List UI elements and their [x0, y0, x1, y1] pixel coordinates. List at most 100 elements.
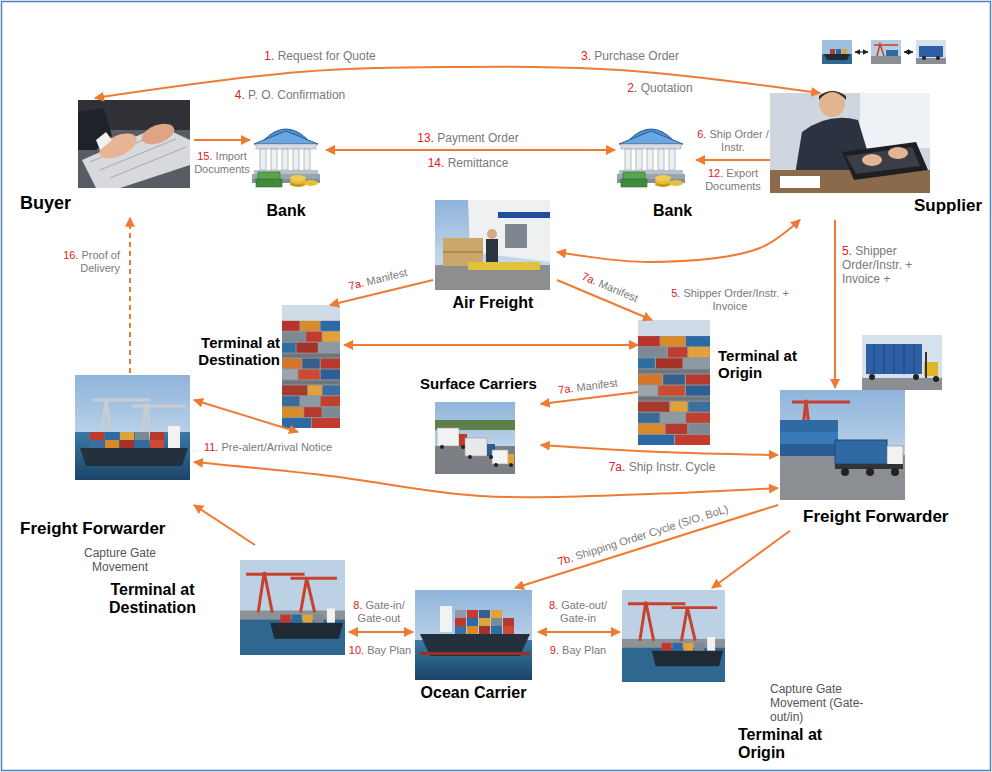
node-label: Terminal at Origin [718, 348, 808, 381]
node-label: Air Freight [433, 294, 553, 312]
callout-number: 9. [550, 644, 559, 656]
label-text: Request for Quote [274, 49, 375, 63]
node-box: Bank [250, 118, 326, 224]
callout-number: 10. [349, 644, 364, 656]
node-box: Surface Carriers [420, 376, 541, 478]
callout-number: 11. [204, 441, 218, 453]
callout-number: 8. [353, 599, 362, 611]
node-label: Bank [653, 202, 692, 220]
flow-label: 7a. Manifest [348, 266, 409, 292]
callout-number: 13. [417, 131, 434, 145]
node-box: Freight Forwarder [778, 388, 952, 531]
node-label: Terminal at Origin [738, 726, 833, 761]
rail-photo [862, 335, 942, 390]
flow-label: 8. Gate-in/ Gate-out [347, 599, 411, 624]
route-icons [822, 40, 946, 64]
callout-number: 2. [627, 81, 637, 95]
node-label: Freight Forwarder [803, 508, 948, 527]
node-box: Capture Gate MovementTerminal at Destina… [65, 545, 349, 659]
supplier-photo [770, 91, 930, 193]
callout-number: 1. [264, 49, 274, 63]
flow-arrow [557, 220, 800, 262]
flow-arrow [515, 505, 778, 588]
flow-label: 12. Export Documents [697, 167, 769, 192]
callout-number: 6. [697, 128, 706, 140]
flow-label: 15. Import Documents [193, 150, 251, 175]
label-text: Ship Instr. Cycle [625, 460, 715, 474]
flow-arrow [326, 149, 615, 151]
label-text: Quotation [637, 81, 692, 95]
callout-number: 5. [842, 244, 852, 258]
label-text: Payment Order [434, 131, 519, 145]
flow-label: 4. P. O. Confirmation [235, 89, 346, 103]
node-label: Capture Gate Movement [65, 547, 175, 575]
label-text: Gate-in/ Gate-out [358, 599, 405, 624]
node-label: Ocean Carrier [413, 684, 534, 702]
node-box: Buyer [15, 98, 194, 218]
node-box: Air Freight [433, 198, 557, 316]
node-box: Freight Forwarder [18, 373, 194, 543]
callout-number: 7a. [609, 460, 626, 474]
flow-label: 3. Purchase Order [581, 50, 679, 64]
harbour-photo [240, 560, 345, 655]
flow-arrow [194, 139, 250, 141]
node-box: Terminal at Origin [638, 320, 812, 449]
node-label: Freight Forwarder [20, 520, 165, 539]
flow-label: 14. Remittance [428, 157, 509, 171]
buyer-photo [78, 100, 190, 188]
flow-arrow [541, 392, 638, 404]
label-text: Manifest [594, 276, 640, 304]
flow-label: 8. Gate-out/ Gate-in [541, 599, 615, 624]
flow-arrow [344, 344, 638, 346]
callout-number: 3. [581, 49, 591, 63]
port-truck-photo [780, 390, 905, 500]
flow-label: 7a. Ship Instr. Cycle [609, 461, 716, 475]
node-label: Capture Gate Movement (Gate-out/in) [770, 683, 882, 724]
flow-arrow [194, 505, 255, 545]
label-text: P. O. Confirmation [245, 88, 346, 102]
flow-label: 16. Proof of Delivery [56, 249, 120, 274]
callout-number: 5. [671, 287, 680, 299]
node-label: Surface Carriers [420, 376, 537, 393]
label-text: Shipping Order Cycle (S/O, BoL) [571, 502, 730, 562]
node-box: Ocean Carrier [413, 588, 538, 706]
label-text: Ship Order / Instr. [706, 128, 768, 153]
flow-label: 5. Shipper Order/Instr. + Invoice [668, 287, 793, 312]
harbour-photo [622, 590, 725, 682]
label-text: Bay Plan [364, 644, 411, 656]
node-label: Bank [250, 202, 322, 220]
node-box: Capture Gate Movement (Gate-out/in)Termi… [620, 588, 886, 765]
node-label: Terminal at Destination [188, 335, 280, 368]
label-text: Manifest [362, 266, 408, 288]
callout-number: 12. [708, 167, 723, 179]
callout-number: 14. [428, 156, 445, 170]
callout-number: 15. [197, 150, 212, 162]
callout-number: 8. [549, 599, 558, 611]
flow-label: 7a. Manifest [580, 270, 640, 305]
flow-arrow [95, 67, 820, 98]
flow-label: 6. Ship Order / Instr. [697, 128, 769, 153]
flow-label: 5. Shipper Order/Instr. + Invoice + [842, 245, 938, 286]
flow-arrow [538, 631, 620, 633]
node-label: Buyer [20, 194, 71, 214]
flow-arrow [834, 220, 836, 388]
label-text: Shipper Order/Instr. + Invoice + [842, 244, 912, 286]
ship-port-photo [75, 375, 190, 480]
label-text: Manifest [573, 376, 619, 393]
label-text: Gate-out/ Gate-in [558, 599, 607, 624]
label-text: Pre-alert/Arrival Notice [218, 441, 332, 453]
air-freight-photo [435, 200, 550, 290]
flow-label: 13. Payment Order [417, 132, 518, 146]
label-text: Bay Plan [559, 644, 606, 656]
flow-label: 2. Quotation [627, 82, 692, 96]
flow-arrow [129, 218, 131, 373]
node-box: Bank [615, 118, 696, 224]
flow-label: 9. Bay Plan [550, 644, 606, 657]
trucks-photo [435, 402, 515, 474]
flow-label: 11. Pre-alert/Arrival Notice [204, 441, 332, 454]
node-box: Supplier [770, 93, 986, 220]
flow-arrow [712, 531, 790, 588]
node-label: Terminal at Destination [90, 581, 215, 616]
